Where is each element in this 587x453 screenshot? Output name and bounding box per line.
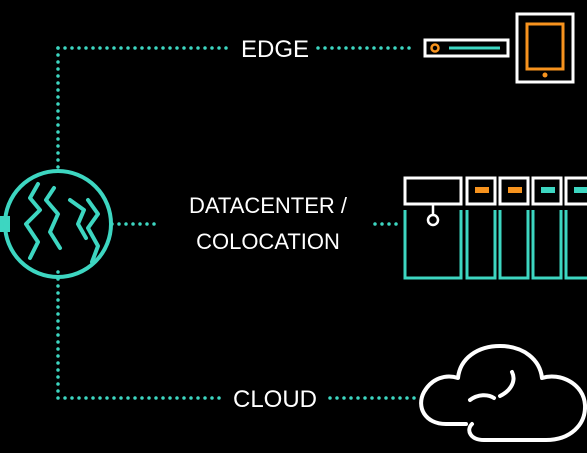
globe-icon [3,169,113,279]
tablet-icon [515,12,575,84]
connectors [56,46,417,400]
label-edge: EDGE [241,36,309,63]
server-rack-icon [423,38,510,58]
label-cloud: CLOUD [233,386,317,413]
cloud-icon [419,344,587,442]
label-datacenter-line2: COLOCATION [196,229,340,254]
label-datacenter-line1: DATACENTER / [189,193,348,218]
datacenter-racks-icon [403,176,587,280]
